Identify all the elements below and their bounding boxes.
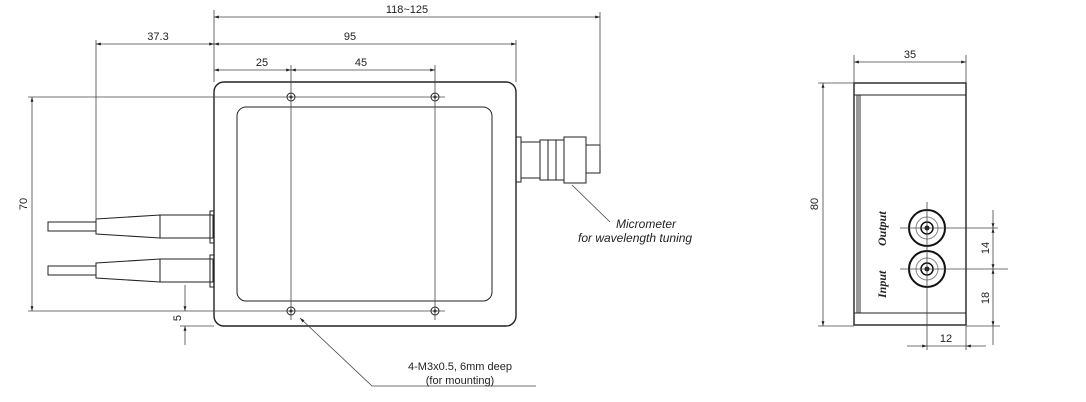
output-label: Output	[875, 211, 889, 246]
mounting-label: 4-M3x0.5, 6mm deep	[408, 361, 512, 373]
top-view: 118~125 95 37.3 25 45 70 5 Micrometer fo…	[18, 4, 692, 387]
housing-body	[213, 81, 517, 327]
dim-fiber-length: 37.3	[147, 31, 168, 43]
dim-port-side-offset: 12	[940, 333, 952, 345]
side-body	[853, 82, 967, 326]
dim-hole-offset: 25	[256, 57, 268, 69]
dim-hole-edge-offset: 5	[172, 315, 184, 321]
micrometer-label: Micrometer	[616, 217, 677, 231]
input-label: Input	[875, 270, 889, 299]
fiber-connector-top	[47, 210, 215, 244]
side-view: Input Output 35 80 14 18 12	[809, 49, 1008, 350]
dim-port-spacing: 14	[980, 242, 992, 254]
mounting-sublabel: (for mounting)	[426, 375, 494, 387]
dim-body-length: 95	[344, 31, 356, 43]
dim-overall-length: 118~125	[386, 4, 428, 16]
dim-side-width: 35	[904, 49, 916, 61]
housing-lid	[236, 106, 493, 302]
micrometer	[515, 136, 601, 184]
dim-side-height: 80	[809, 198, 821, 210]
micrometer-sublabel: for wavelength tuning	[578, 231, 692, 245]
fiber-connector-bottom	[47, 254, 215, 288]
dim-port-bottom-offset: 18	[980, 292, 992, 304]
dim-hole-spacing: 45	[355, 57, 367, 69]
dim-hole-vertical-spacing: 70	[18, 198, 30, 210]
